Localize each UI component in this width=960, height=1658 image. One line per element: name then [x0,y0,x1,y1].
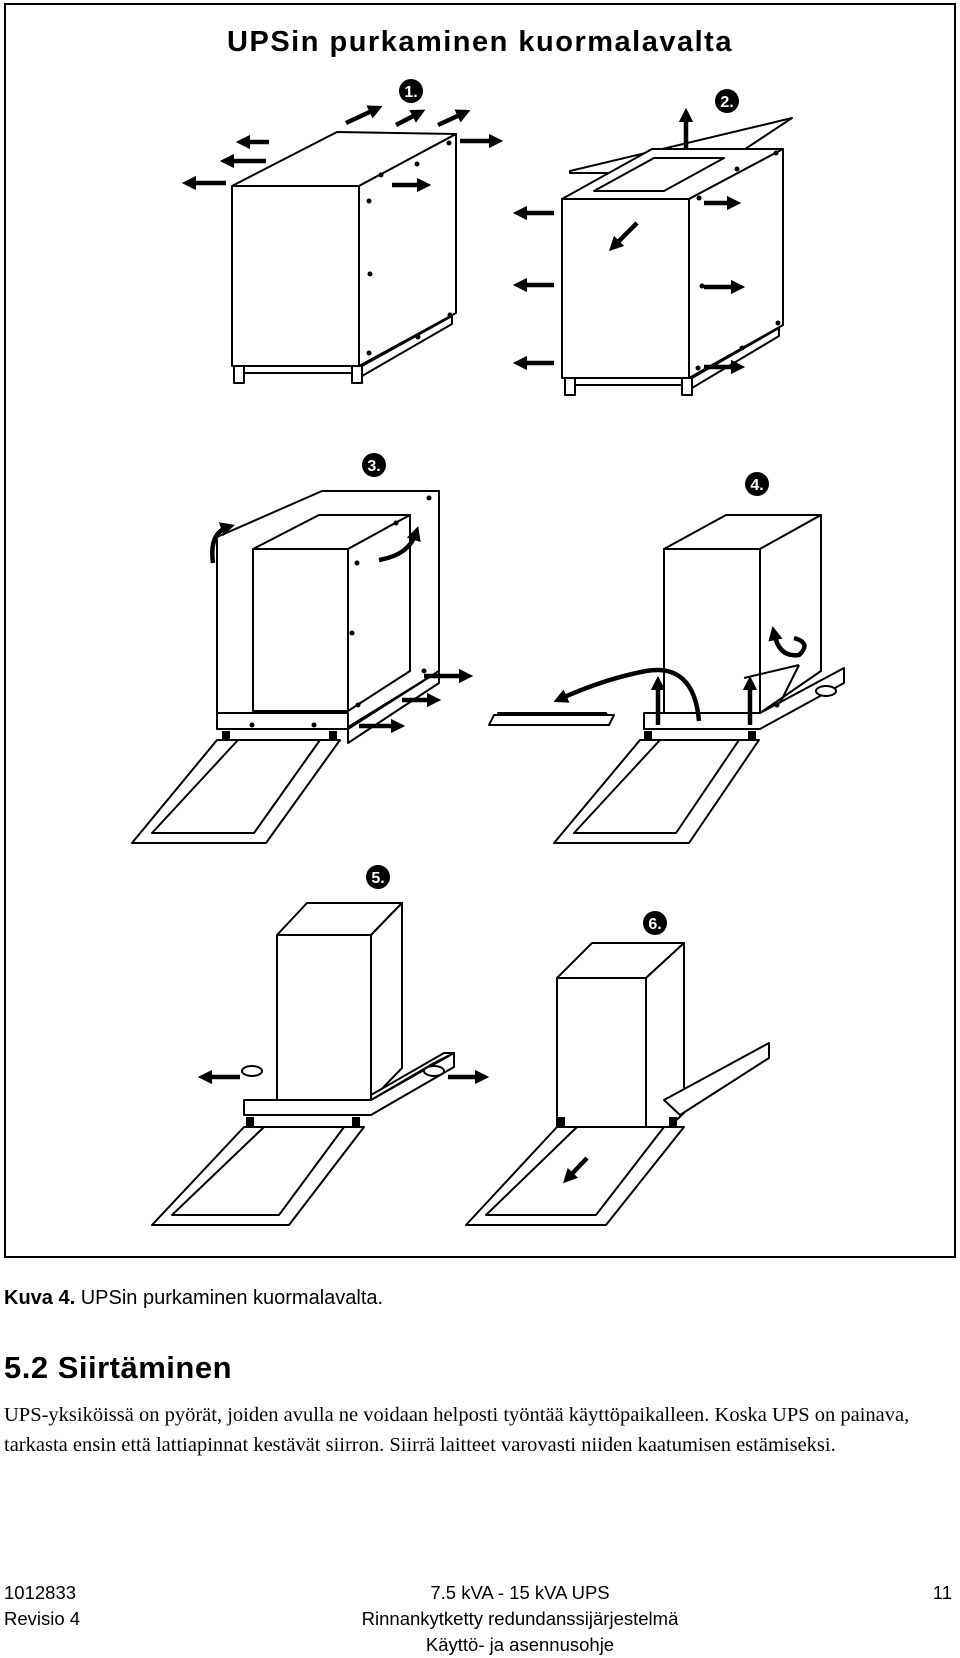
product-line-1: 7.5 kVA - 15 kVA UPS [430,1582,610,1603]
svg-text:2.: 2. [720,94,733,111]
step3-unit-with-ramps [131,490,440,844]
step5-unit-on-pallet [151,902,455,1226]
figure-title: UPSin purkaminen kuormalavalta [227,26,733,58]
step-6-badge: 6. [643,911,667,935]
unpacking-figure: UPSin purkaminen kuormalavalta [4,3,956,1258]
doc-number: 1012833 [4,1582,77,1603]
product-line-3: Käyttö- ja asennusohje [425,1634,615,1655]
footer-left: 1012833 Revisio 4 [4,1580,80,1632]
step2-crate [561,117,817,416]
caption-text: UPSin purkaminen kuormalavalta. [80,1287,384,1309]
step4-unit-with-ramps [497,514,845,844]
step-1-badge: 1. [399,79,423,103]
section-body: UPS-yksiköissä on pyörät, joiden avulla … [4,1404,910,1456]
page-number: 11 [932,1582,952,1603]
caption-label: Kuva 4. [4,1287,76,1309]
footer-center: 7.5 kVA - 15 kVA UPS Rinnankytketty redu… [300,1580,740,1658]
figure-caption: Kuva 4. UPSin purkaminen kuormalavalta. [4,1287,383,1310]
revision: Revisio 4 [4,1608,81,1629]
svg-text:5.: 5. [371,870,384,887]
step-numbers: 1. 2. 3. 4. 5. 6. [362,79,769,935]
movement-arrows [181,105,807,1184]
svg-text:3.: 3. [367,458,380,475]
step4-board [488,714,615,726]
step-5-badge: 5. [366,865,390,889]
product-line-2: Rinnankytketty redundanssijärjestelmä [361,1608,679,1629]
svg-text:1.: 1. [404,84,417,101]
svg-text:4.: 4. [750,477,763,494]
section-heading: 5.2 Siirtäminen [4,1350,233,1385]
footer-right: 11 [933,1580,952,1606]
step-3-badge: 3. [362,453,386,477]
step-2-badge: 2. [715,89,739,113]
svg-text:6.: 6. [648,916,661,933]
step1-crate [231,131,457,384]
step-4-badge: 4. [745,472,769,496]
